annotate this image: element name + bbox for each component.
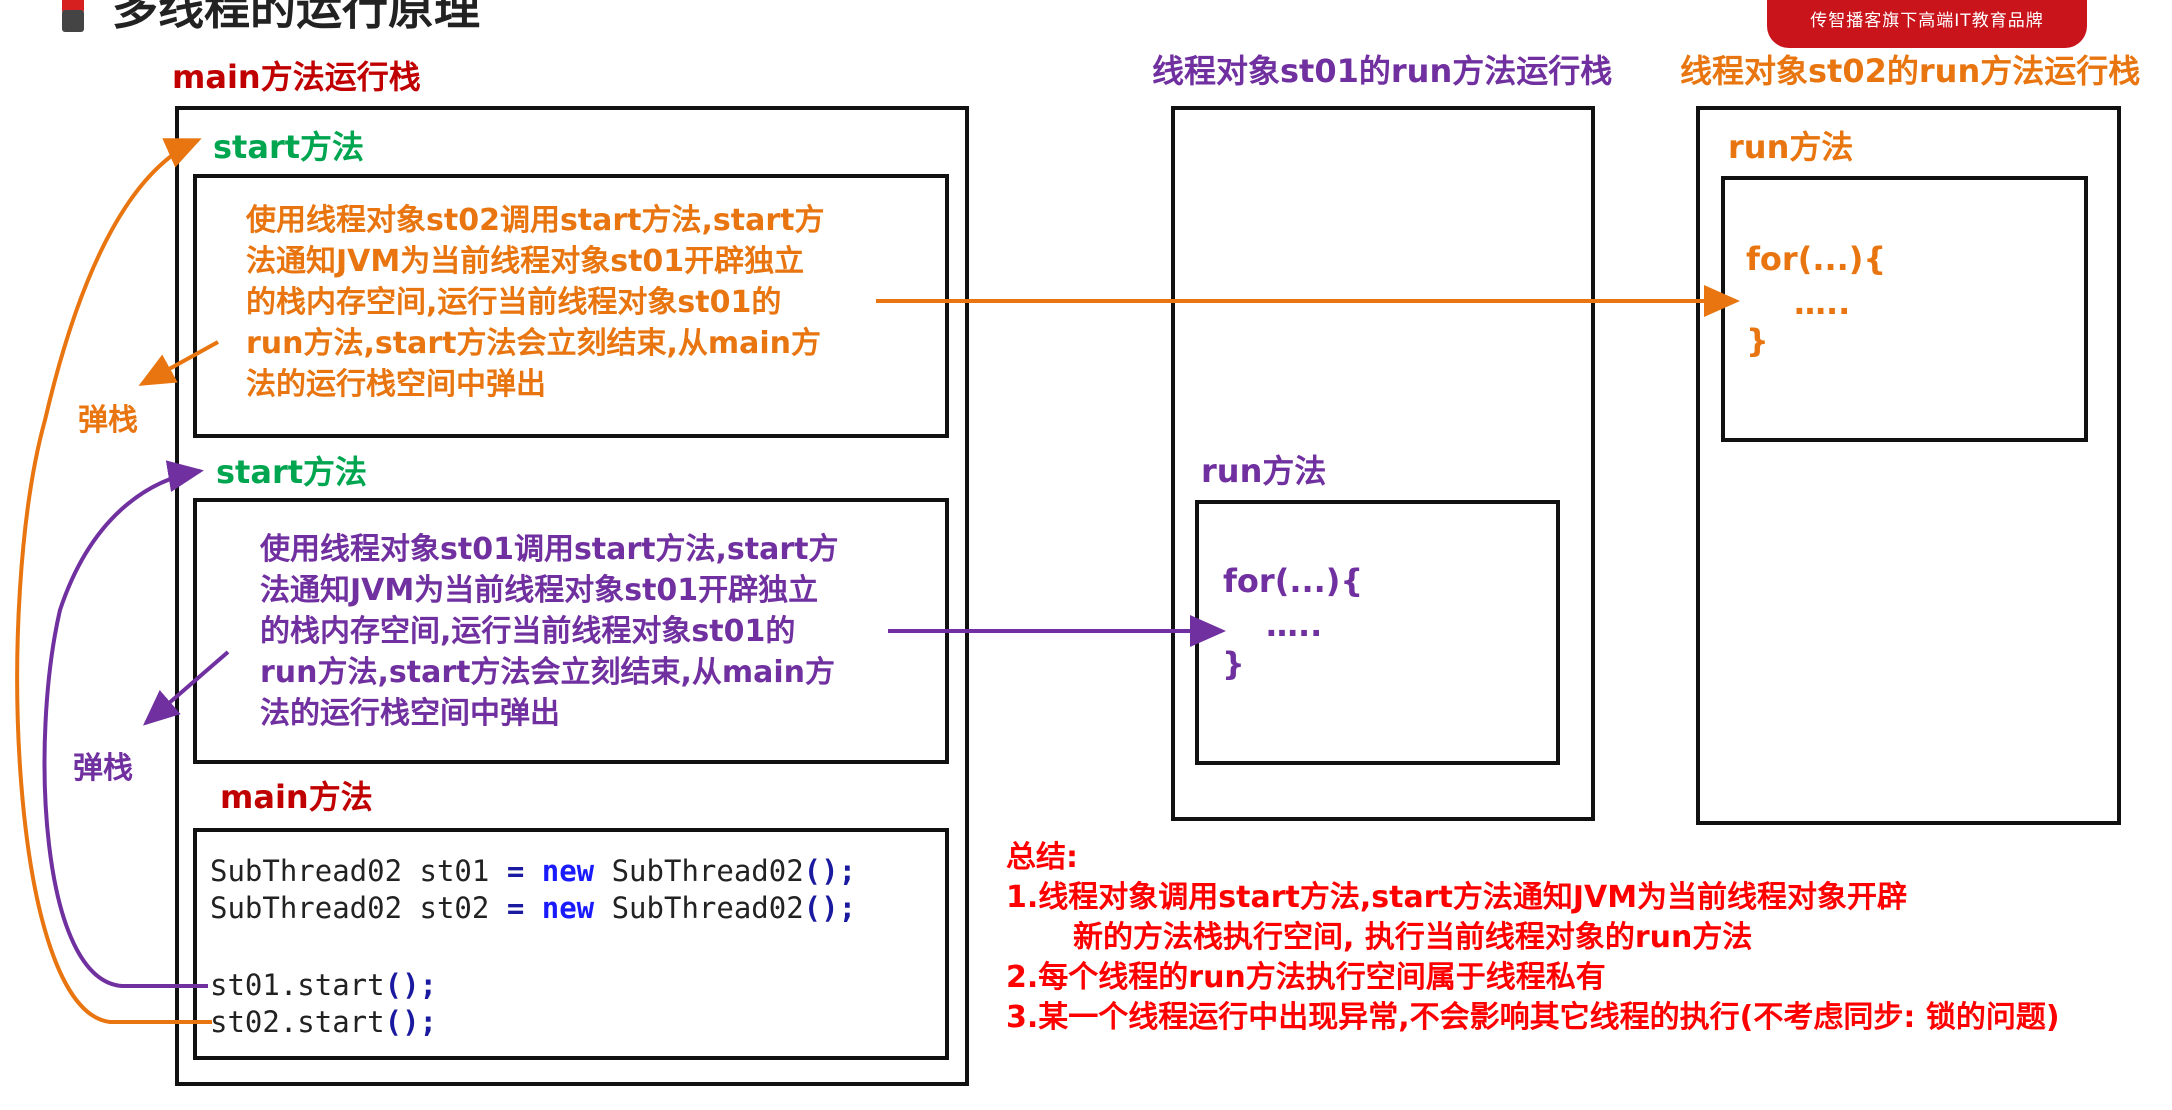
summary-item1-line1: 1.线程对象调用start方法,start方法通知JVM为当前线程对象开辟 (1006, 880, 1908, 915)
summary-item3: 3.某一个线程运行中出现异常,不会影响其它线程的执行(不考虑同步: 锁的问题) (1006, 1000, 2060, 1035)
st01-stack-title: 线程对象st01的run方法运行栈 (1152, 52, 1613, 90)
st02-code-line2: ….. (1794, 284, 1851, 322)
title-bullet-square (62, 10, 84, 32)
st01-code-line2: ….. (1266, 606, 1323, 644)
summary-item2: 2.每个线程的run方法执行空间属于线程私有 (1006, 960, 1606, 995)
st02-code-line3: } (1746, 322, 1769, 360)
page-title: 多线程的运行原理 (112, 0, 480, 35)
st01-run-frame (1195, 500, 1560, 765)
st01-run-label: run方法 (1201, 452, 1327, 490)
start-desc-1: 使用线程对象st02调用start方法,start方 法通知JVM为当前线程对象… (246, 203, 825, 402)
start-label-2: start方法 (216, 453, 368, 491)
brand-badge-text: 传智播客旗下高端IT教育品牌 (1810, 11, 2044, 31)
st02-stack-title: 线程对象st02的run方法运行栈 (1680, 52, 2141, 90)
st02-run-frame (1721, 176, 2088, 442)
start-label-1: start方法 (213, 128, 365, 166)
code-line-1: SubThread02 st01 = new SubThread02(); (210, 854, 857, 888)
summary-heading: 总结: (1006, 840, 1078, 875)
summary-item1-line2: 新的方法栈执行空间, 执行当前线程对象的run方法 (1073, 920, 1753, 955)
code-line-3: st01.start(); (210, 968, 437, 1002)
start-desc-2: 使用线程对象st01调用start方法,start方 法通知JVM为当前线程对象… (260, 532, 839, 731)
st01-code-line3: } (1222, 645, 1245, 683)
brand-badge: 传智播客旗下高端IT教育品牌 (1767, 0, 2087, 48)
st01-code-line1: for(...){ (1223, 562, 1364, 600)
pop-label-1: 弹栈 (78, 403, 138, 438)
st02-code-line1: for(...){ (1746, 240, 1887, 278)
main-stack-title: main方法运行栈 (172, 58, 421, 96)
pop-label-2: 弹栈 (73, 751, 133, 786)
st02-run-label: run方法 (1728, 128, 1854, 166)
main-frame (193, 828, 949, 1060)
code-line-2: SubThread02 st02 = new SubThread02(); (210, 891, 857, 925)
code-line-4: st02.start(); (210, 1005, 437, 1039)
main-method-label: main方法 (220, 778, 373, 816)
